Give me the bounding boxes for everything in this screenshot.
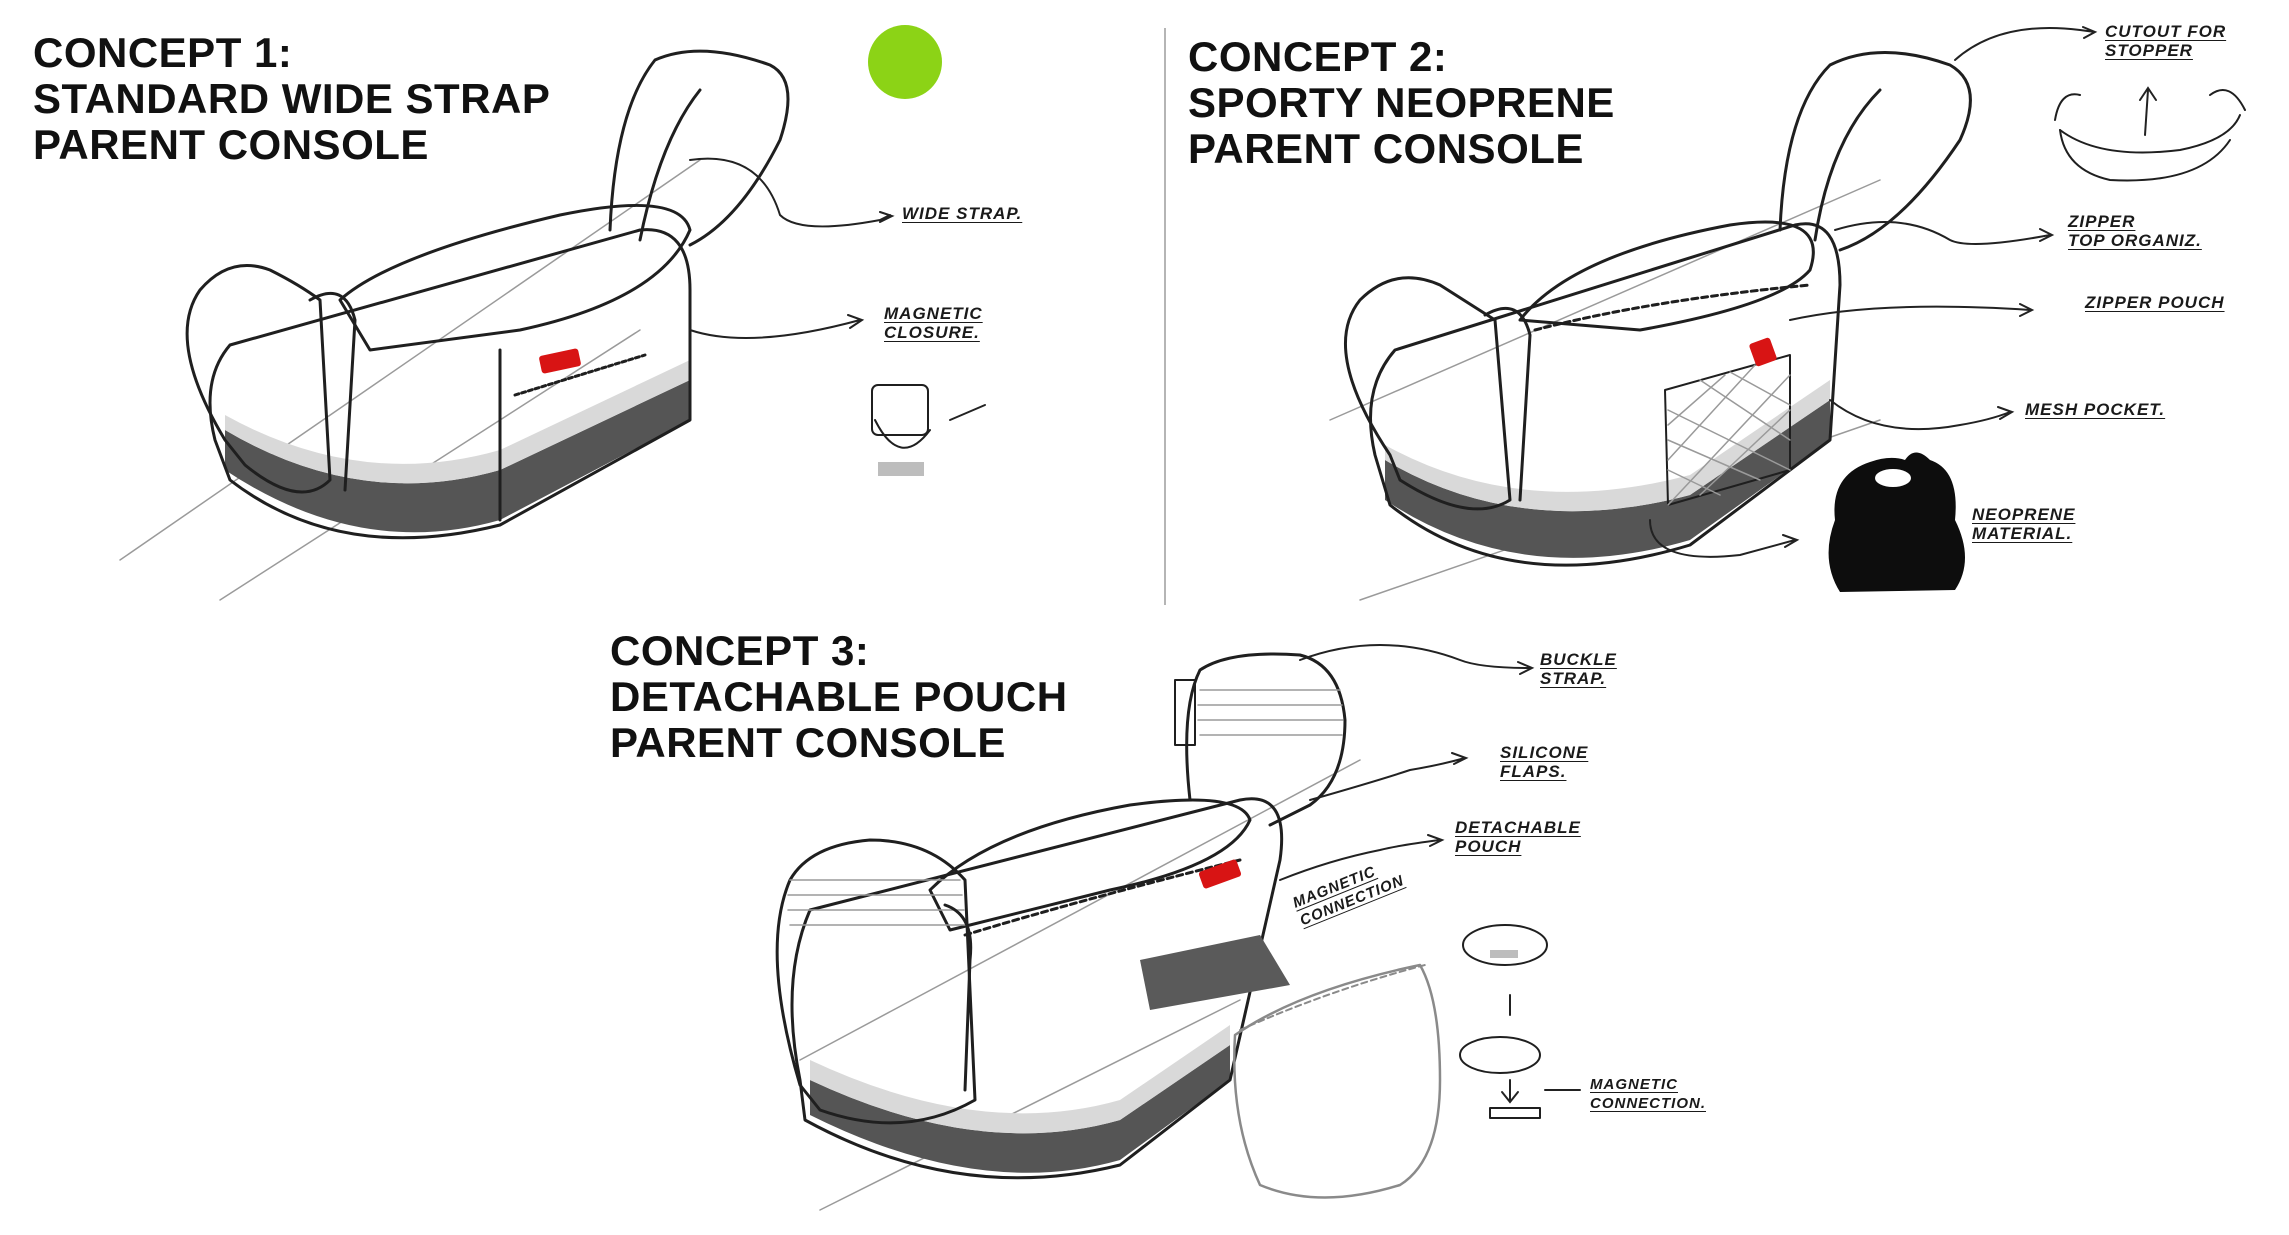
concept1-red-closure <box>539 348 581 374</box>
note-text: MESH POCKET. <box>2025 400 2166 419</box>
green-dot <box>868 25 942 99</box>
note-text: MATERIAL. <box>1972 524 2073 543</box>
concept2-leader-mesh <box>1829 399 2015 431</box>
concept2-leader-cutout <box>1954 26 2098 61</box>
concept2-leader-zipper-pouch <box>1789 303 2035 321</box>
note-text: SILICONE <box>1500 743 1589 762</box>
concept1-console-sketch <box>119 49 790 601</box>
note-text: MAGNETIC <box>1590 1076 1678 1093</box>
concept2-mesh-pocket <box>1664 354 1791 506</box>
concept1-note-wide-strap: WIDE STRAP. <box>902 204 1022 223</box>
note-text: CUTOUT FOR <box>2105 22 2227 41</box>
note-text: POUCH <box>1455 837 1522 856</box>
note-text: STOPPER <box>2105 41 2193 60</box>
concept3-note-magnetic-connection-bottom: MAGNETIC CONNECTION. <box>1590 1075 1706 1113</box>
concept2-console-sketch <box>1329 51 1972 601</box>
concept3-console-sketch <box>775 652 1361 1211</box>
concept2-note-neoprene-material: NEOPRENE MATERIAL. <box>1972 505 2075 543</box>
concept3-leader-pouch <box>1279 834 1445 881</box>
concept1-title: CONCEPT 1: STANDARD WIDE STRAP PARENT CO… <box>33 30 550 168</box>
concept3-note-silicone-flaps: SILICONE FLAPS. <box>1500 743 1588 781</box>
concept3-note-detachable-pouch: DETACHABLE POUCH <box>1455 818 1581 856</box>
note-text: ZIPPER <box>2068 212 2136 231</box>
concept2-note-cutout-for-stopper: CUTOUT FOR STOPPER <box>2105 22 2226 60</box>
note-text: BUCKLE <box>1540 650 1617 669</box>
concept3-title-line3: PARENT CONSOLE <box>610 719 1006 766</box>
concept3-magnet-detail <box>1459 924 1581 1119</box>
concept1-title-line2: STANDARD WIDE STRAP <box>33 75 551 122</box>
concept1-magnet-detail <box>871 384 986 476</box>
note-text: WIDE STRAP. <box>902 204 1023 223</box>
concept3-leader-flaps <box>1309 752 1469 801</box>
note-text: ZIPPER POUCH <box>2085 293 2225 312</box>
concept1-title-line3: PARENT CONSOLE <box>33 121 429 168</box>
note-text: FLAPS. <box>1500 762 1567 781</box>
concept2-leader-zipper-top <box>1834 221 2055 245</box>
concept2-title-line1: CONCEPT 2: <box>1188 33 1448 80</box>
concept3-title: CONCEPT 3: DETACHABLE POUCH PARENT CONSO… <box>610 628 1068 766</box>
concept3-detached-pouch <box>1233 963 1442 1199</box>
note-text: DETACHABLE <box>1455 818 1581 837</box>
note-text: CONNECTION. <box>1590 1095 1706 1112</box>
note-text: NEOPRENE <box>1972 505 2076 524</box>
concept2-note-mesh-pocket: MESH POCKET. <box>2025 400 2165 419</box>
concept2-title: CONCEPT 2: SPORTY NEOPRENE PARENT CONSOL… <box>1188 34 1615 172</box>
note-text: CLOSURE. <box>884 323 980 342</box>
note-text: MAGNETIC <box>884 304 983 323</box>
concept2-stopper-detail <box>2054 86 2246 182</box>
concept3-red-closure <box>1198 859 1242 889</box>
concept3-note-buckle-strap: BUCKLE STRAP. <box>1540 650 1617 688</box>
concept3-title-line2: DETACHABLE POUCH <box>610 673 1068 720</box>
note-text: STRAP. <box>1540 669 1607 688</box>
concept2-neoprene-bag <box>1828 452 1965 592</box>
concept2-title-line3: PARENT CONSOLE <box>1188 125 1584 172</box>
concept3-title-line1: CONCEPT 3: <box>610 627 870 674</box>
concept1-note-magnetic-closure: MAGNETIC CLOSURE. <box>884 304 983 342</box>
concept1-title-line1: CONCEPT 1: <box>33 29 293 76</box>
concept2-leader-neoprene <box>1649 519 1800 558</box>
concept2-note-zipper-pouch: ZIPPER POUCH <box>2085 293 2225 312</box>
concept1-leader-closure <box>689 314 865 339</box>
concept3-leader-buckle <box>1299 644 1535 675</box>
concept2-note-zipper-top-organizer: ZIPPER TOP ORGANIZ. <box>2068 212 2202 250</box>
concept2-title-line2: SPORTY NEOPRENE <box>1188 79 1615 126</box>
note-text: TOP ORGANIZ. <box>2068 231 2202 250</box>
concept2-red-zipper-pull <box>1749 337 1777 367</box>
concept1-leader-strap <box>689 157 895 228</box>
